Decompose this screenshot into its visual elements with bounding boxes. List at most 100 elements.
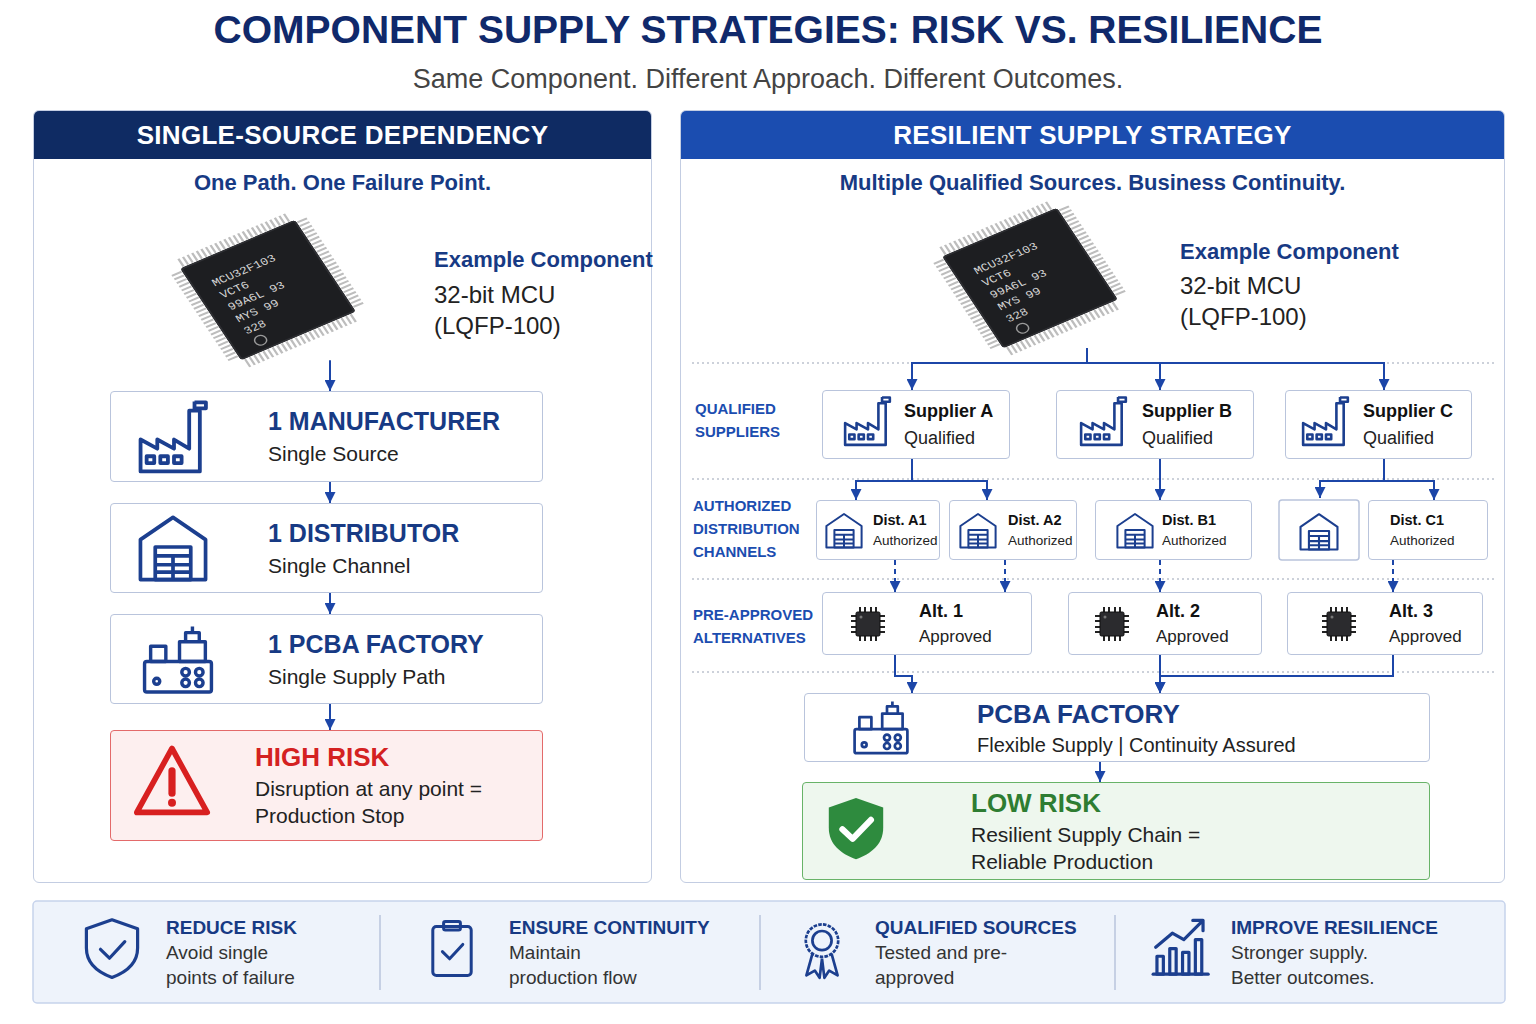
process-box: 1 PCBA FACTORYSingle Supply Path bbox=[110, 614, 543, 704]
machine-icon bbox=[145, 627, 212, 692]
warehouse-icon bbox=[1117, 514, 1152, 548]
flow-arrow bbox=[1099, 762, 1101, 782]
node-body: Authorized bbox=[873, 533, 939, 548]
node-body: Authorized bbox=[1008, 533, 1076, 548]
dashed-connector bbox=[1392, 560, 1394, 592]
node-heading: QUALIFIED SOURCES bbox=[875, 915, 1075, 940]
flow-arrow bbox=[329, 360, 331, 391]
chip-icon bbox=[1095, 607, 1129, 641]
chart-icon bbox=[1153, 920, 1208, 974]
dashed-connector bbox=[894, 560, 896, 592]
band-dividers bbox=[380, 915, 1115, 990]
node-body: Tested and pre-approved bbox=[875, 940, 1025, 990]
band-divider bbox=[759, 915, 761, 990]
node-heading: 1 PCBA FACTORY bbox=[268, 630, 542, 659]
chip-icon bbox=[1322, 607, 1356, 641]
chip-marking: MCU32F103 VCT6 99A6L 93 MYS 99 328 bbox=[209, 249, 316, 338]
flow-arrow bbox=[1384, 459, 1434, 500]
row-separator bbox=[692, 579, 1494, 580]
alternative-box: Alt. 2Approved bbox=[1068, 592, 1262, 655]
node-heading: Dist. C1 bbox=[1390, 512, 1487, 528]
pin1-dot bbox=[253, 334, 269, 347]
panel: SINGLE-SOURCE DEPENDENCY One Path. One Fa… bbox=[33, 110, 652, 883]
flow-arrow bbox=[329, 482, 331, 503]
component-name: 32-bit MCU (LQFP-100) bbox=[434, 279, 594, 341]
node-heading: Alt. 1 bbox=[919, 601, 1031, 622]
flow-arrow bbox=[329, 704, 331, 730]
distributor-box: Dist. C1 Authorized bbox=[1368, 500, 1488, 560]
node-heading: REDUCE RISK bbox=[166, 915, 366, 940]
alternative-box: Alt. 1 Approved bbox=[822, 592, 1032, 655]
node-heading: Alt. 3 bbox=[1389, 601, 1482, 622]
flow-arrow bbox=[1160, 655, 1393, 693]
node-heading: Dist. A1 bbox=[873, 512, 939, 528]
shield-icon bbox=[86, 920, 137, 978]
flow-arrow bbox=[856, 459, 912, 500]
pin1-dot bbox=[1015, 322, 1031, 335]
row-label: AUTHORIZED DISTRIBUTION CHANNELS bbox=[693, 494, 817, 563]
panel-subtitle: Multiple Qualified Sources. Business Con… bbox=[681, 170, 1504, 196]
node-heading: PCBA FACTORY bbox=[977, 699, 1429, 730]
node-heading: 1 DISTRIBUTOR bbox=[268, 519, 542, 548]
panel-subtitle: One Path. One Failure Point. bbox=[34, 170, 651, 196]
node-body: Qualified bbox=[1142, 428, 1253, 449]
band-divider bbox=[1114, 915, 1116, 990]
alternative-box: Alt. 3Approved bbox=[1287, 592, 1483, 655]
diagram-subtitle: Same Component. Different Approach. Diff… bbox=[0, 64, 1536, 95]
flow-arrow bbox=[895, 655, 912, 693]
factory-icon bbox=[1081, 397, 1126, 445]
node-body: Approved bbox=[919, 627, 1031, 647]
node-body: Single Source bbox=[268, 442, 542, 466]
supplier-box: Supplier BQualified bbox=[1056, 390, 1254, 459]
distributor-box: Dist. B1Authorized bbox=[1095, 500, 1252, 560]
row-separators bbox=[692, 363, 1494, 672]
node-body: Maintain production flow bbox=[509, 940, 659, 990]
node-body: Qualified bbox=[1363, 428, 1471, 449]
component-caption: Example Component bbox=[434, 247, 653, 273]
node-body: Stronger supply. Better outcomes. bbox=[1231, 940, 1381, 990]
chip-pins bbox=[934, 201, 1126, 355]
clipboard-icon bbox=[433, 922, 471, 976]
process-box: 1 DISTRIBUTOR Single Channel bbox=[110, 503, 543, 593]
supplier-box: Supplier CQualified bbox=[1285, 390, 1472, 459]
row-label: QUALIFIED SUPPLIERS bbox=[695, 397, 819, 443]
node-heading: ENSURE CONTINUITY bbox=[509, 915, 709, 940]
warehouse-icon bbox=[140, 517, 205, 579]
flow-arrow bbox=[1087, 348, 1384, 390]
chip-illustration: MCU32F103 VCT6 99A6L 93 MYS 99 328 bbox=[942, 208, 1118, 349]
flow-arrow bbox=[912, 348, 1087, 390]
benefit-item: REDUCE RISKAvoid single points of failur… bbox=[166, 905, 366, 1000]
factory-icon bbox=[1303, 397, 1348, 445]
node-heading: IMPROVE RESILIENCE bbox=[1231, 915, 1451, 940]
component-name: 32-bit MCU (LQFP-100) bbox=[1180, 270, 1340, 332]
risk-box: HIGH RISKDisruption at any point = Produ… bbox=[110, 730, 543, 841]
panel-header: SINGLE-SOURCE DEPENDENCY bbox=[34, 111, 651, 159]
node-body: Authorized bbox=[1162, 533, 1251, 548]
risk-box: LOW RISKResilient Supply Chain = Reliabl… bbox=[802, 782, 1430, 880]
panel: RESILIENT SUPPLY STRATEGYMultiple Qualif… bbox=[680, 110, 1505, 883]
shield-check-icon bbox=[829, 798, 883, 859]
warehouse-icon bbox=[826, 514, 861, 548]
pin-row bbox=[172, 213, 364, 367]
node-body: Authorized bbox=[1390, 533, 1487, 548]
chip-pin1-mark bbox=[253, 334, 269, 347]
chip-pin1-mark bbox=[1015, 322, 1031, 335]
unlabeled-distributor-box bbox=[1279, 500, 1359, 560]
distributor-box: Dist. A1 Authorized bbox=[816, 500, 940, 560]
flow-arrow bbox=[1159, 459, 1161, 500]
row-separator bbox=[692, 363, 1494, 364]
pin-row bbox=[934, 201, 1126, 355]
chip-pins bbox=[172, 213, 364, 367]
row-separator bbox=[692, 479, 1494, 480]
node-body: Single Channel bbox=[268, 554, 542, 578]
factory-box: PCBA FACTORYFlexible Supply | Continuity… bbox=[804, 693, 1430, 762]
node-body: Disruption at any point = Production Sto… bbox=[255, 775, 515, 829]
benefit-item: ENSURE CONTINUITYMaintain production flo… bbox=[509, 905, 709, 1000]
band-divider bbox=[379, 915, 381, 990]
chip-marking: MCU32F103 VCT6 99A6L 93 MYS 99 328 bbox=[971, 237, 1078, 326]
flow-arrow bbox=[912, 459, 987, 500]
branch-connector bbox=[1320, 481, 1384, 498]
node-heading: Supplier A bbox=[904, 401, 1009, 422]
factory-icon bbox=[141, 402, 206, 472]
node-body: Avoid single points of failure bbox=[166, 940, 316, 990]
